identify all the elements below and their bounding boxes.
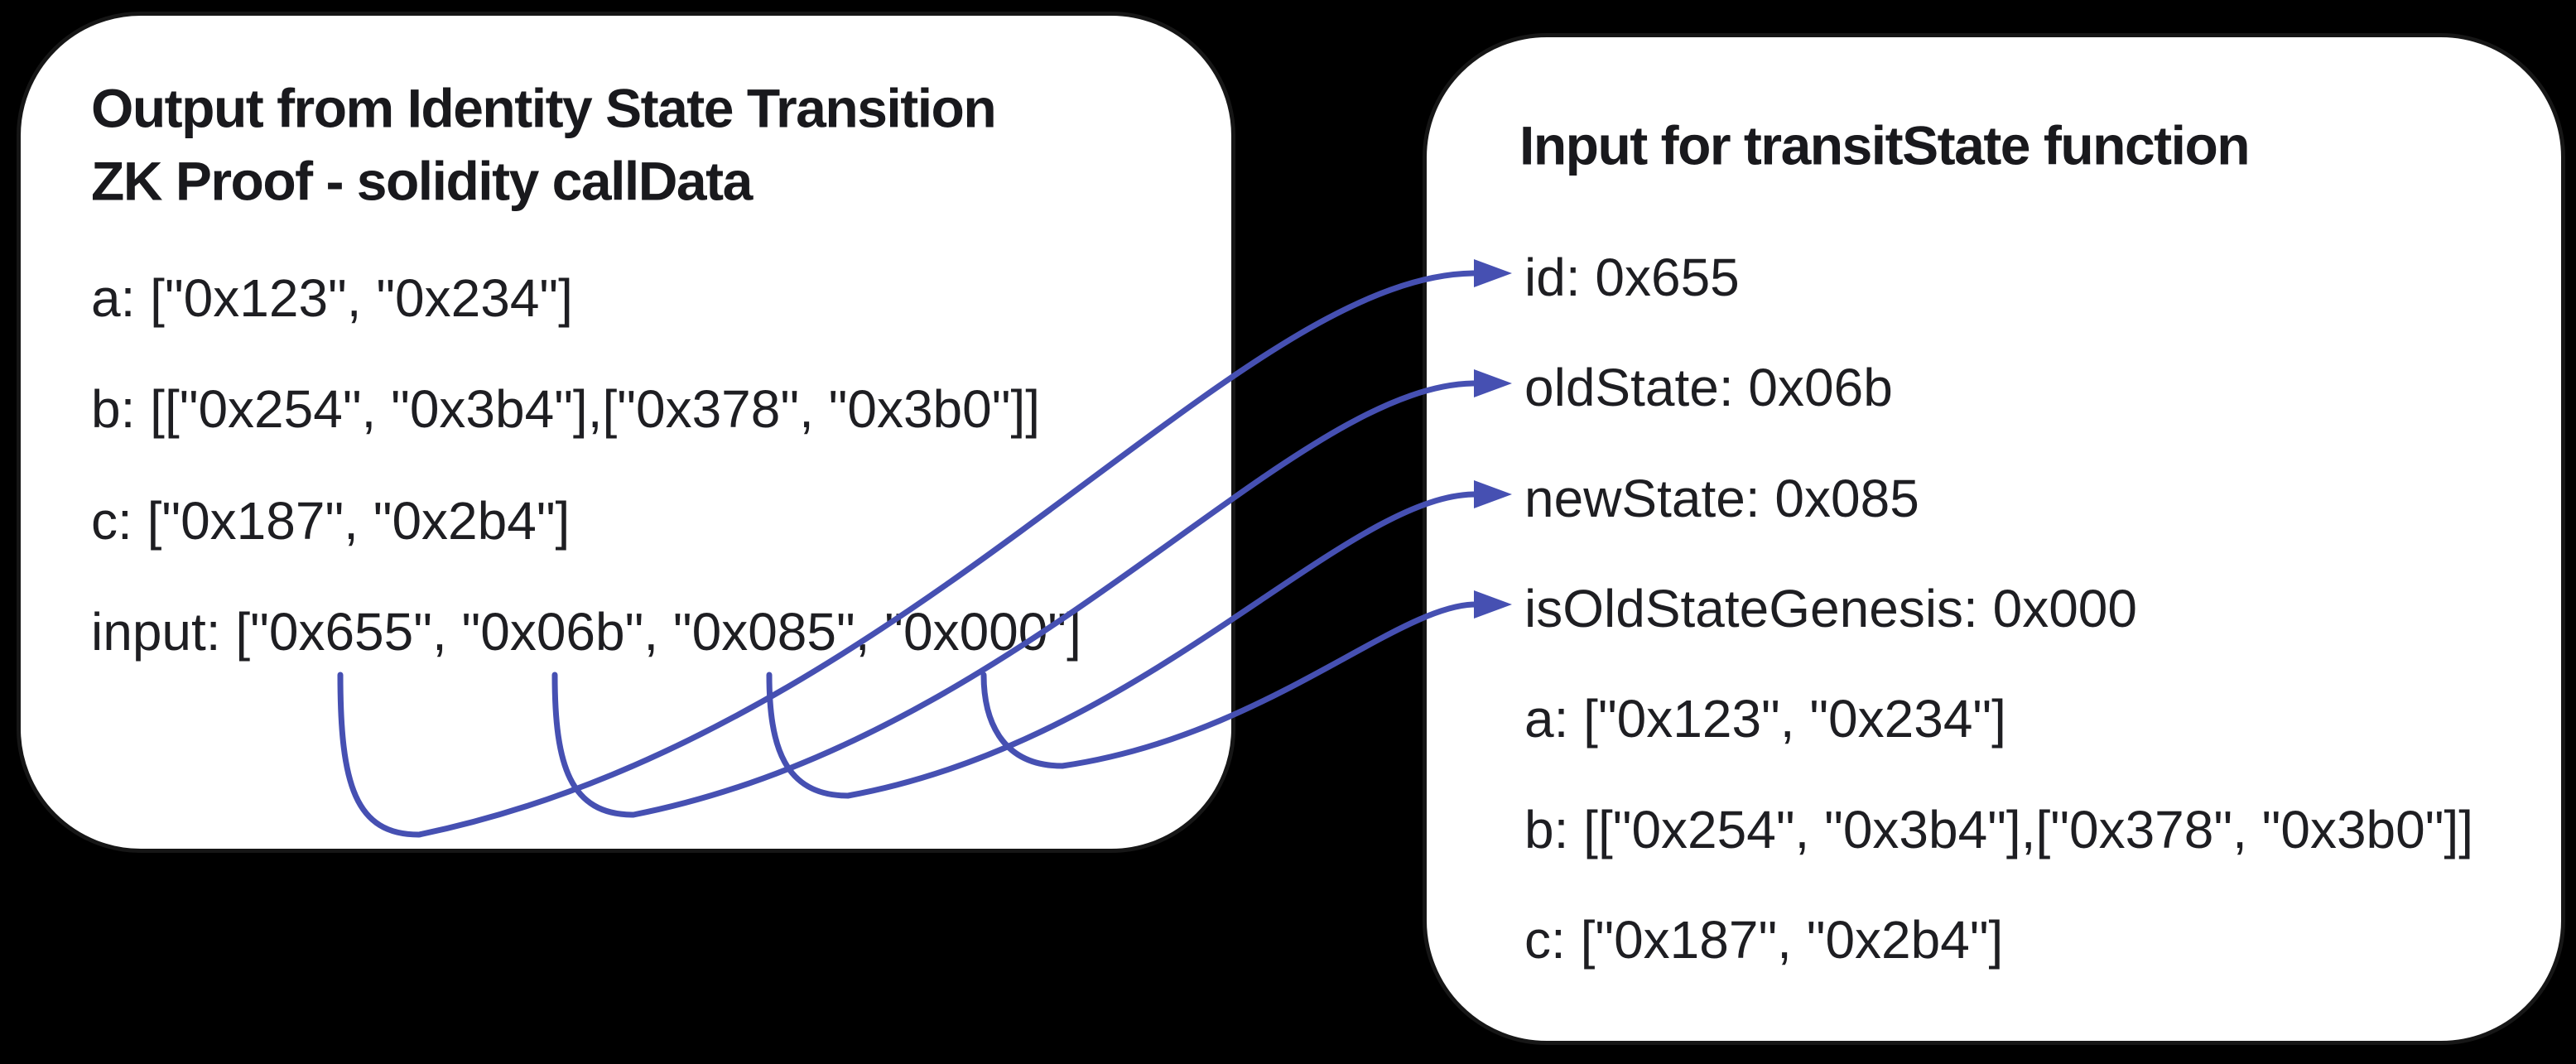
calldata-field-a: a: ["0x123", "0x234"] xyxy=(91,267,573,328)
transit-field-isoldstategenesis: isOldStateGenesis: 0x000 xyxy=(1524,578,2137,638)
left-box-title-line-2: ZK Proof - solidity callData xyxy=(91,150,753,212)
calldata-field-c: c: ["0x187", "0x2b4"] xyxy=(91,490,571,551)
transit-field-newstate: newState: 0x085 xyxy=(1524,468,1919,528)
calldata-field-b: b: [["0x254", "0x3b4"],["0x378", "0x3b0"… xyxy=(91,378,1040,439)
transit-field-b: b: [["0x254", "0x3b4"],["0x378", "0x3b0"… xyxy=(1524,799,2473,859)
output-calldata-box: Output from Identity State Transition ZK… xyxy=(17,12,1235,853)
transit-state-input-box: Input for transitState function id: 0x65… xyxy=(1423,33,2565,1045)
transit-field-a: a: ["0x123", "0x234"] xyxy=(1524,688,2006,749)
transit-field-id: id: 0x655 xyxy=(1524,247,1740,307)
right-box-title: Input for transitState function xyxy=(1519,114,2251,176)
calldata-field-input: input: ["0x655", "0x06b", "0x085", "0x00… xyxy=(91,601,1081,662)
transit-field-c: c: ["0x187", "0x2b4"] xyxy=(1524,909,2004,970)
transit-field-oldstate: oldState: 0x06b xyxy=(1524,357,1893,417)
left-box-title-line-1: Output from Identity State Transition xyxy=(91,77,997,139)
